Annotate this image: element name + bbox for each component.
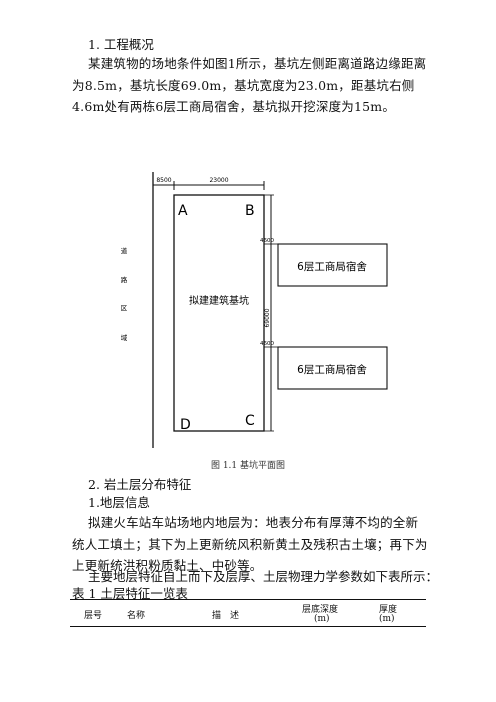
header-depth-unit: (m): [314, 614, 330, 624]
section1-heading: 1. 工程概况: [88, 37, 154, 52]
header-desc: 描 述: [212, 611, 240, 621]
section2-heading: 2. 岩土层分布特征: [88, 477, 192, 492]
header-thickness-unit: (m): [379, 614, 395, 624]
section1-body: 某建筑物的场地条件如图1所示，基坑左侧距离道路边缘距离为8.5m，基坑长度69.…: [72, 56, 427, 114]
dim-right-1-label: 4600: [260, 238, 274, 244]
section2-body: 拟建火车站车站场地内地层为：地表分布有厚薄不均的全新统人工填土；其下为上更新统风…: [72, 515, 428, 573]
excavation-pit: [173, 194, 265, 432]
header-depth: 层底深度: [302, 605, 339, 615]
dim-left-label: 8500: [156, 177, 171, 184]
table-header: 层号 名称 描 述 层底深度 (m) 厚度 (m): [70, 599, 426, 627]
table-title: 表 1 土层特征一览表: [72, 586, 188, 601]
corner-c: C: [245, 413, 255, 429]
dim-top-label: 23000: [209, 177, 228, 184]
corner-d: D: [180, 417, 191, 433]
figure-caption: 图 1.1 基坑平面图: [210, 461, 286, 471]
building-1-label: 6层工商局宿舍: [297, 260, 367, 273]
pit-label: 拟建建筑基坑: [189, 294, 249, 307]
road-label-1: 道: [121, 246, 128, 255]
dim-length-label: 69000: [264, 308, 271, 327]
road-label-2: 路: [121, 275, 128, 284]
section2-intro: 主要地层特征自上而下及层厚、土层物理力学参数如下表所示：: [88, 569, 439, 584]
road-label-4: 域: [121, 333, 128, 342]
corner-b: B: [245, 203, 255, 219]
building-1: [277, 243, 388, 287]
corner-a: A: [178, 203, 188, 219]
road-label-3: 区: [121, 304, 128, 312]
building-2: [277, 346, 388, 390]
section2-subheading: 1.地层信息: [88, 495, 150, 510]
header-thickness: 厚度: [379, 605, 398, 615]
header-name: 名称: [127, 611, 146, 621]
building-2-label: 6层工商局宿舍: [297, 363, 367, 376]
header-layer: 层号: [84, 611, 103, 621]
dim-right-2-label: 4600: [260, 341, 274, 347]
